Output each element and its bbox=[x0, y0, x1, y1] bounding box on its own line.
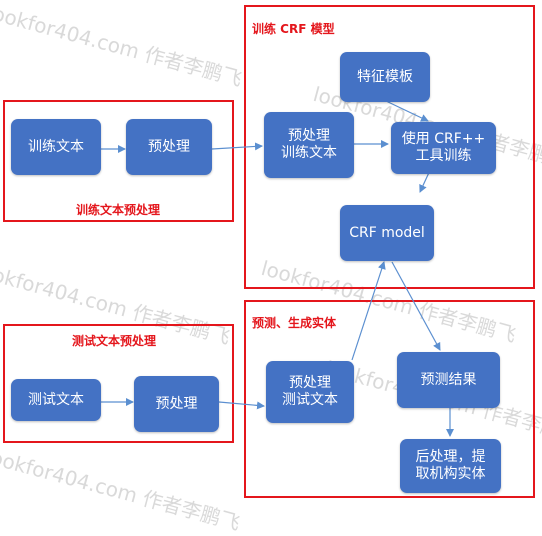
group-title-predict: 预测、生成实体 bbox=[252, 316, 337, 330]
node-train-text: 训练文本 bbox=[11, 119, 101, 175]
node-postprocess: 后处理，提 取机构实体 bbox=[400, 439, 501, 493]
watermark: lookfor404.com 作者李鹏飞 bbox=[0, 0, 245, 92]
node-predict-result: 预测结果 bbox=[397, 352, 500, 408]
group-preprocess-train bbox=[3, 100, 234, 222]
group-title-preprocess-test: 测试文本预处理 bbox=[72, 334, 157, 348]
node-train-preprocess: 预处理 bbox=[126, 119, 212, 175]
node-test-preprocess: 预处理 bbox=[134, 376, 219, 432]
node-feature-template: 特征模板 bbox=[340, 52, 430, 102]
group-title-train-crf: 训练 CRF 模型 bbox=[252, 22, 335, 36]
node-pre-train-text: 预处理 训练文本 bbox=[264, 112, 354, 178]
watermark: lookfor404.com 作者李鹏飞 bbox=[0, 443, 243, 536]
node-crf-tool: 使用 CRF++ 工具训练 bbox=[391, 122, 496, 174]
node-pre-test-text: 预处理 测试文本 bbox=[266, 361, 354, 423]
node-test-text: 测试文本 bbox=[11, 379, 101, 421]
group-predict bbox=[244, 300, 535, 498]
node-crf-model: CRF model bbox=[340, 205, 434, 261]
group-title-preprocess-train: 训练文本预处理 bbox=[76, 203, 161, 217]
group-preprocess-test bbox=[3, 324, 234, 443]
